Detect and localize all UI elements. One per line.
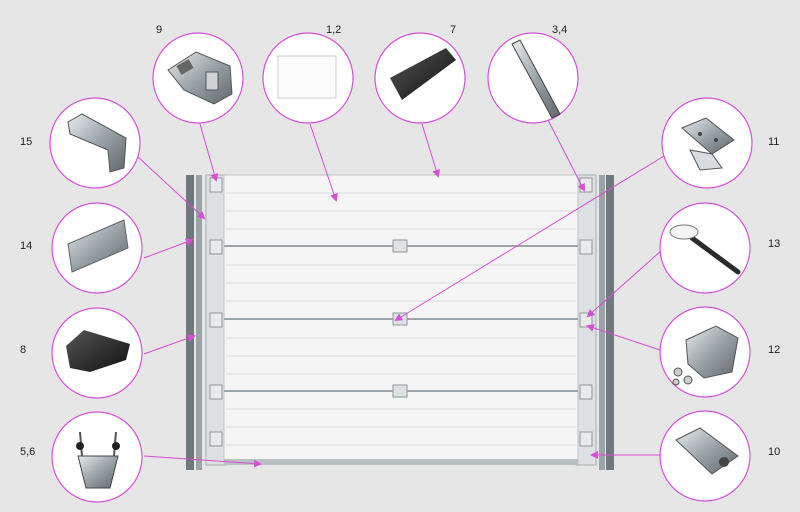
callout-label-1-2: 1,2 xyxy=(326,24,342,36)
roller-shaft-icon xyxy=(669,224,741,275)
pointer-8 xyxy=(143,334,196,355)
pointer-12 xyxy=(586,324,661,351)
pointer-11 xyxy=(394,155,665,322)
pointer-15 xyxy=(137,156,206,220)
pointer-1-2 xyxy=(309,123,338,202)
callout-label-9: 9 xyxy=(156,24,163,36)
callout-label-11: 11 xyxy=(768,136,780,148)
intermediate-hinge-icon xyxy=(681,117,735,171)
panel-sample-icon xyxy=(277,55,337,99)
callout-label-8: 8 xyxy=(20,344,27,356)
pointer-13 xyxy=(586,249,663,318)
callout-label-15: 15 xyxy=(20,136,33,148)
callout-label-7: 7 xyxy=(450,24,457,36)
right-outer-post xyxy=(606,175,614,470)
pointer-3-4 xyxy=(547,119,585,192)
bottom-bracket-icon xyxy=(675,427,739,475)
top-roller-bracket-icon xyxy=(672,325,739,386)
bottom-rail xyxy=(224,459,578,465)
hinge-bracket-icon xyxy=(167,51,233,105)
side-seal-icon xyxy=(66,330,130,372)
left-inner-post xyxy=(196,175,202,470)
pointer-5-6 xyxy=(143,455,262,468)
callout-label-14: 14 xyxy=(20,240,33,252)
cable-bracket-icon xyxy=(76,431,120,489)
door-assembly xyxy=(186,174,614,470)
panel-ribs xyxy=(226,192,576,446)
callout-label-12: 12 xyxy=(768,344,781,356)
side-profile-icon xyxy=(67,113,127,173)
right-inner-post xyxy=(599,175,605,470)
rail-profile-icon xyxy=(511,39,561,119)
callout-label-10: 10 xyxy=(768,446,781,458)
left-outer-post xyxy=(186,175,194,470)
callout-label-13: 13 xyxy=(768,238,781,250)
track-profile-icon xyxy=(67,219,129,273)
pointer-lines xyxy=(137,119,665,468)
callout-label-3-4: 3,4 xyxy=(552,24,568,36)
rubber-seal-icon xyxy=(390,48,456,100)
pointer-9 xyxy=(199,123,219,182)
pointer-7 xyxy=(421,123,441,178)
pointer-14 xyxy=(143,238,194,259)
callout-label-5-6: 5,6 xyxy=(20,446,36,458)
